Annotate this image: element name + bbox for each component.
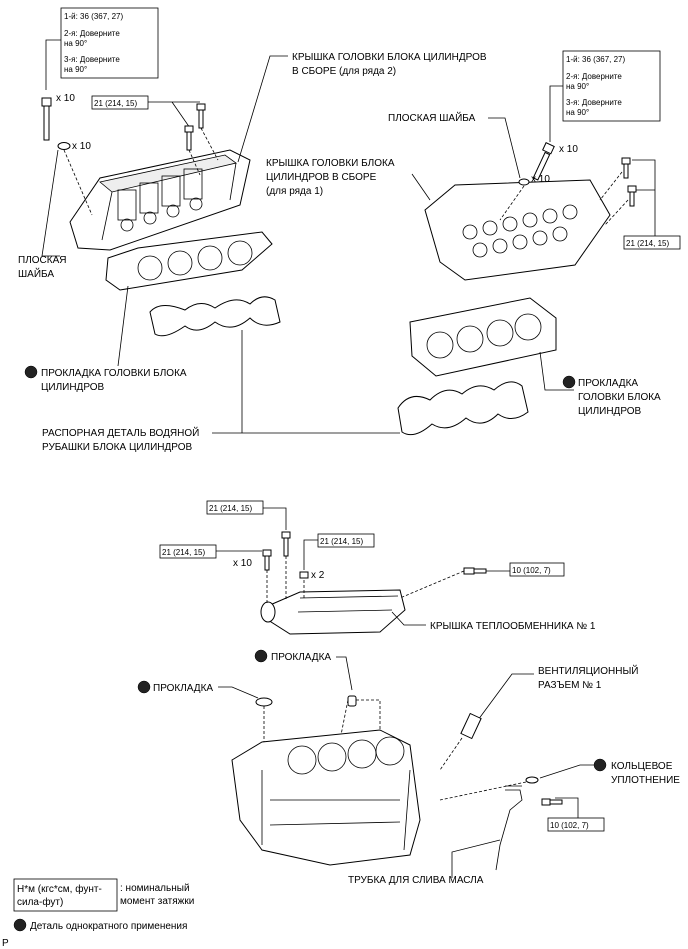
svg-text:21 (214, 15): 21 (214, 15) [162, 548, 205, 557]
cylinder-head-bank2 [69, 149, 251, 251]
cover-bolts-left: 21 (214, 15) [91, 95, 219, 176]
torque-step2: 2-я: Доверните [64, 29, 120, 38]
qty-bolt-left: x 10 [56, 93, 75, 104]
torque-step3: 3-я: Доверните [64, 55, 120, 64]
svg-text:: номинальный: : номинальный [120, 883, 190, 894]
torque-spec-box-left: 1-й: 36 (367, 27) 2-я: Доверните на 90° … [45, 7, 159, 90]
svg-text:УПЛОТНЕНИЕ: УПЛОТНЕНИЕ [611, 775, 680, 786]
svg-text:РАЗЪЕМ № 1: РАЗЪЕМ № 1 [538, 680, 602, 691]
heat-exchanger-cover [260, 589, 406, 635]
torque-spec-box-right: 1-й: 36 (367, 27) 2-я: Доверните на 90° … [549, 50, 661, 142]
svg-text:Н*м (кгс*см, фунт-: Н*м (кгс*см, фунт- [17, 883, 102, 895]
svg-text:ПРОКЛАДКА: ПРОКЛАДКА [153, 683, 213, 694]
svg-text:ПРОКЛАДКА: ПРОКЛАДКА [578, 378, 638, 389]
gasket-left-callout: ПРОКЛАДКА ГОЛОВКИ БЛОКА ЦИЛИНДРОВ [24, 285, 187, 393]
svg-text:ШАЙБА: ШАЙБА [18, 267, 54, 280]
svg-text:ТРУБКА ДЛЯ СЛИВА МАСЛА: ТРУБКА ДЛЯ СЛИВА МАСЛА [348, 875, 484, 886]
water-jacket-spacer-left [149, 296, 281, 337]
corner-mark: P [2, 938, 9, 949]
svg-text:на 90°: на 90° [566, 82, 589, 91]
svg-text:на 90°: на 90° [64, 65, 87, 74]
head-gasket-right [409, 297, 557, 377]
svg-text:21 (214, 15): 21 (214, 15) [320, 537, 363, 546]
oil-drain-pipe [495, 785, 523, 871]
svg-text:21 (214, 15): 21 (214, 15) [626, 239, 669, 248]
svg-text:2-я: Доверните: 2-я: Доверните [566, 72, 622, 81]
head-gasket-left [105, 231, 273, 291]
label-gasket-left: ПРОКЛАДКА ГОЛОВКИ БЛОКА [41, 368, 187, 379]
svg-text:10 (102, 7): 10 (102, 7) [512, 566, 551, 575]
svg-text:ЦИЛИНДРОВ: ЦИЛИНДРОВ [41, 382, 105, 393]
svg-text:ГОЛОВКИ БЛОКА: ГОЛОВКИ БЛОКА [578, 392, 661, 403]
label-cover-bank2: КРЫШКА ГОЛОВКИ БЛОКА ЦИЛИНДРОВ [292, 52, 487, 63]
svg-text:x 10: x 10 [531, 174, 550, 185]
svg-text:ЦИЛИНДРОВ В СБОРЕ: ЦИЛИНДРОВ В СБОРЕ [266, 172, 377, 183]
svg-text:21 (214, 15): 21 (214, 15) [94, 99, 137, 108]
svg-text:КОЛЬЦЕВОЕ: КОЛЬЦЕВОЕ [611, 761, 673, 772]
svg-text:x 10: x 10 [559, 144, 578, 155]
svg-text:Деталь однократного применения: Деталь однократного применения [30, 921, 187, 932]
label-spacer: РАСПОРНАЯ ДЕТАЛЬ ВОДЯНОЙ [42, 426, 199, 439]
engine-block [231, 729, 421, 866]
cover-bolts-right: 21 (214, 15) [599, 157, 681, 250]
label-flat-washer-right: ПЛОСКАЯ ШАЙБА [388, 111, 476, 124]
svg-text:сила-фут): сила-фут) [17, 896, 63, 908]
svg-text:ПРОКЛАДКА: ПРОКЛАДКА [271, 652, 331, 663]
svg-text:1-й: 36 (367, 27): 1-й: 36 (367, 27) [566, 55, 626, 64]
svg-text:x 2: x 2 [311, 570, 325, 581]
svg-text:РУБАШКИ БЛОКА ЦИЛИНДРОВ: РУБАШКИ БЛОКА ЦИЛИНДРОВ [42, 442, 193, 453]
gasket-right-callout: ПРОКЛАДКА ГОЛОВКИ БЛОКА ЦИЛИНДРОВ [539, 351, 661, 417]
svg-text:3-я: Доверните: 3-я: Доверните [566, 98, 622, 107]
svg-text:x 10: x 10 [233, 558, 252, 569]
svg-text:ЦИЛИНДРОВ: ЦИЛИНДРОВ [578, 406, 642, 417]
svg-text:10 (102, 7): 10 (102, 7) [550, 821, 589, 830]
head-bolt-left: x 10 x 10 [41, 93, 93, 216]
svg-text:(для ряда 1): (для ряда 1) [266, 186, 323, 197]
svg-text:на 90°: на 90° [64, 39, 87, 48]
label-hx-cover: КРЫШКА ТЕПЛООБМЕННИКА № 1 [430, 621, 596, 632]
single-use-icon [24, 365, 38, 379]
svg-text:В СБОРЕ (для ряда 2): В СБОРЕ (для ряда 2) [292, 66, 396, 77]
label-flat-washer-left: ПЛОСКАЯ [18, 255, 66, 266]
qty-washer-left: x 10 [72, 141, 91, 152]
head-bolt-right: x 10 x 10 [499, 142, 578, 221]
svg-text:21 (214, 15): 21 (214, 15) [209, 504, 252, 513]
svg-text:момент затяжки: момент затяжки [120, 896, 194, 907]
svg-text:ВЕНТИЛЯЦИОННЫЙ: ВЕНТИЛЯЦИОННЫЙ [538, 664, 639, 677]
flat-washer-left [57, 142, 71, 150]
legend: Н*м (кгс*см, фунт- сила-фут) : номинальн… [13, 878, 194, 932]
svg-text:на 90°: на 90° [566, 108, 589, 117]
label-cover-bank1: КРЫШКА ГОЛОВКИ БЛОКА [266, 158, 395, 169]
cylinder-head-bank1 [424, 179, 611, 281]
water-jacket-spacer-right [397, 381, 529, 436]
torque-step1: 1-й: 36 (367, 27) [64, 12, 124, 21]
